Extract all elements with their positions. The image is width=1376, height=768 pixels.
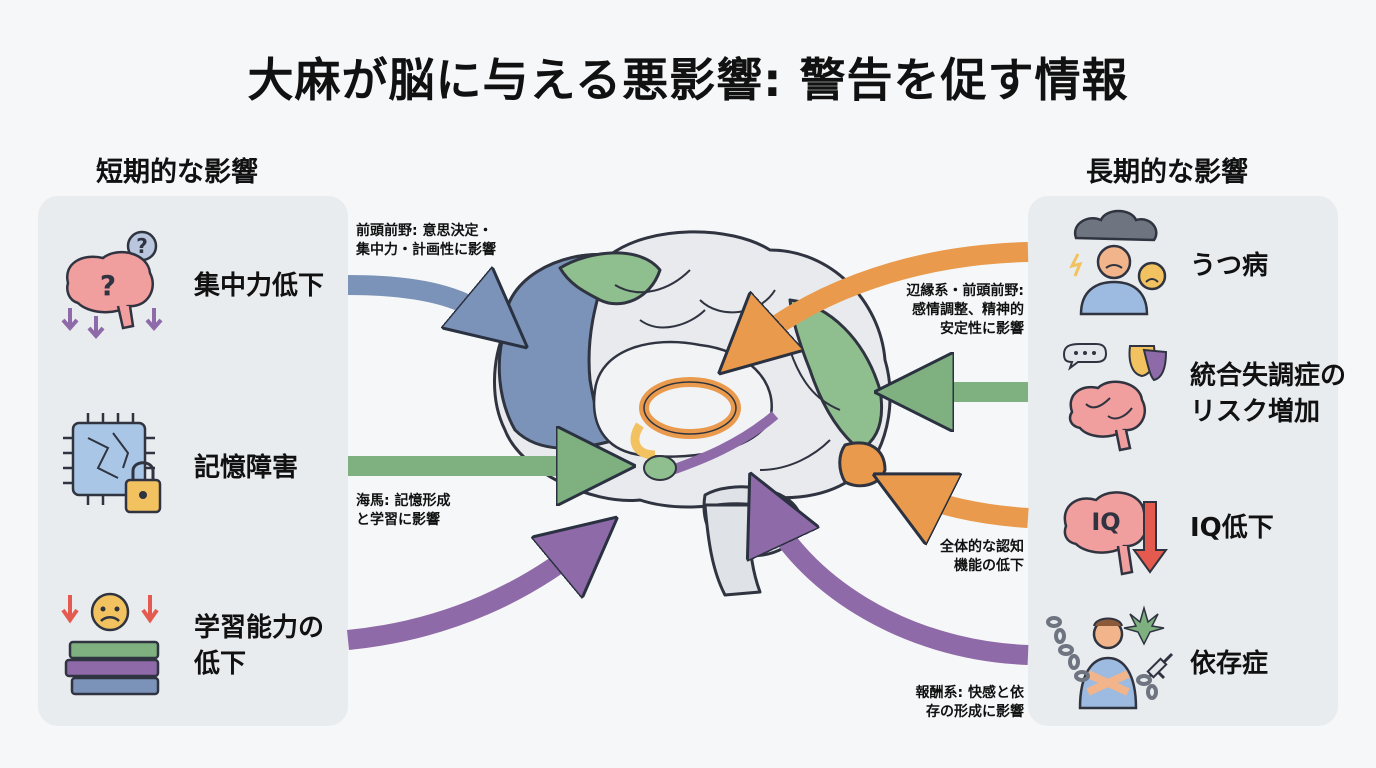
page-title: 大麻が脳に与える悪影響: 警告を促す情報 xyxy=(247,53,1129,107)
hippocampus xyxy=(643,455,677,481)
annotation-reward-line2: 存の形成に影響 xyxy=(926,704,1024,720)
long-term-heading: 長期的な影響 xyxy=(1086,157,1248,188)
long-term-panel xyxy=(1028,196,1338,726)
books-sad-face-icon xyxy=(58,590,170,706)
item-schizophrenia-label-line2: リスク増加 xyxy=(1190,397,1321,427)
item-schizophrenia-label-line1: 統合失調症の xyxy=(1190,361,1347,391)
svg-text:?: ? xyxy=(136,234,148,258)
annotation-hippocampus: 海馬: 記憶形成 と学習に影響 xyxy=(356,492,450,530)
annotation-limbic-line2: 感情調整、精神的 xyxy=(912,302,1024,318)
chained-person-icon xyxy=(1044,600,1174,716)
annotation-reward: 報酬系: 快感と依 存の形成に影響 xyxy=(860,684,1024,722)
iq-icon-text: IQ xyxy=(1091,508,1120,536)
item-addiction-label: 依存症 xyxy=(1190,649,1269,679)
arrow-depression xyxy=(745,242,1029,350)
annotation-prefrontal-line2: 集中力・計画性に影響 xyxy=(356,242,496,258)
limbic-ring-outline xyxy=(643,381,737,435)
item-learning-label-line2: 低下 xyxy=(194,649,247,679)
reward-pathway xyxy=(670,411,779,475)
annotation-limbic-line3: 安定性に影響 xyxy=(940,321,1024,337)
item-learning-label: 学習能力の 低下 xyxy=(194,610,324,682)
item-depression-label: うつ病 xyxy=(1190,251,1269,281)
arrow-addiction xyxy=(765,505,1029,665)
confused-brain-icon: ? ? xyxy=(58,228,170,344)
annotation-reward-line1: 報酬系: 快感と依 xyxy=(915,685,1024,701)
item-concentration-label: 集中力低下 xyxy=(194,271,325,301)
item-learning-label-line1: 学習能力の xyxy=(194,613,325,643)
annotation-limbic: 辺縁系・前頭前野: 感情調整、精神的 安定性に影響 xyxy=(856,282,1024,339)
occipital-orange-region xyxy=(838,441,887,488)
arrow-prefrontal xyxy=(347,285,500,325)
brain-iq-down-icon: IQ xyxy=(1058,478,1170,594)
item-memory-label: 記憶障害 xyxy=(194,453,299,483)
limbic-tail xyxy=(630,422,656,460)
annotation-prefrontal: 前頭前野: 意思決定・ 集中力・計画性に影響 xyxy=(356,222,496,260)
annotation-hippocampus-line2: と学習に影響 xyxy=(356,512,440,528)
annotation-hippocampus-line1: 海馬: 記憶形成 xyxy=(356,493,451,509)
annotation-cognition: 全体的な認知 機能の低下 xyxy=(890,538,1024,576)
depressed-person-cloud-icon xyxy=(1066,206,1178,322)
locked-chip-icon xyxy=(58,408,170,524)
annotation-limbic-line1: 辺縁系・前頭前野: xyxy=(906,283,1024,299)
annotation-cognition-line2: 機能の低下 xyxy=(954,558,1024,574)
item-schizophrenia-label: 統合失調症の リスク増加 xyxy=(1190,358,1346,430)
annotation-cognition-line1: 全体的な認知 xyxy=(940,539,1024,555)
annotation-prefrontal-line1: 前頭前野: 意思決定・ xyxy=(356,223,493,239)
svg-text:?: ? xyxy=(100,269,116,302)
short-term-heading: 短期的な影響 xyxy=(96,157,258,188)
brain-masks-icon xyxy=(1058,342,1170,458)
arrow-learning xyxy=(347,540,590,650)
item-iq-label: IQ低下 xyxy=(1190,513,1274,543)
arrow-iq xyxy=(905,490,1029,518)
